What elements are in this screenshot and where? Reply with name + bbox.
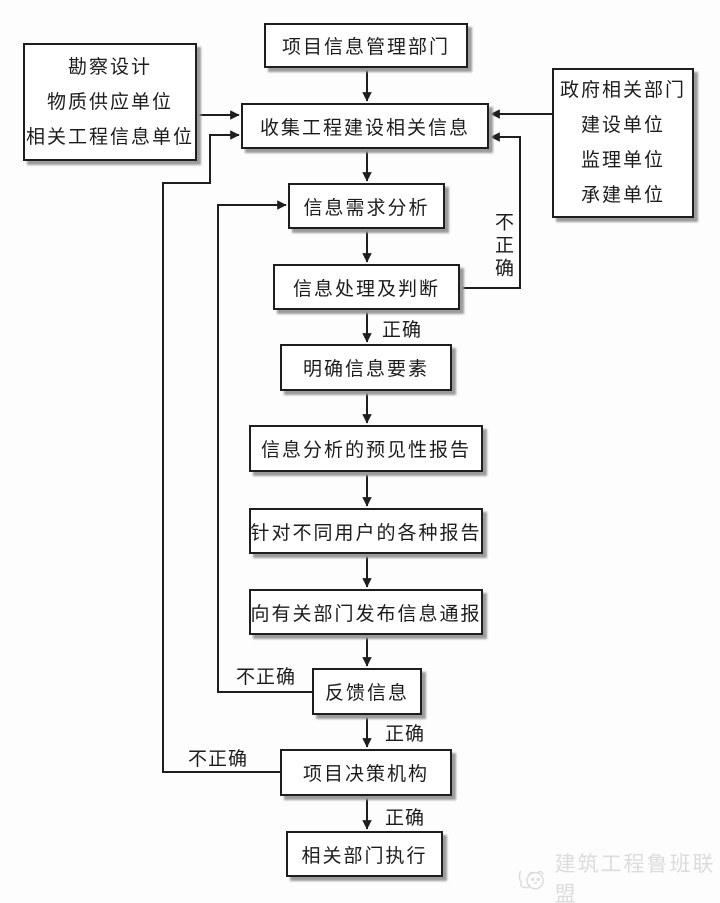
node-survey-design-sources: 勘察设计 物质供应单位 相关工程信息单位 (23, 43, 197, 161)
luban-union-logo-icon (518, 870, 544, 890)
node-government-sources: 政府相关部门 建设单位 监理单位 承建单位 (552, 68, 694, 218)
node-label: 明确信息要素 (302, 359, 429, 380)
node-forecast-report: 信息分析的预见性报告 (249, 425, 483, 472)
node-line: 承建单位 (580, 185, 665, 206)
edge-label-feedback-incorrect: 不正确 (236, 667, 297, 688)
node-line: 物质供应单位 (46, 91, 173, 113)
node-execute-depts: 相关部门执行 (286, 831, 443, 877)
edge-label-feedback-correct: 正确 (385, 724, 426, 745)
edge-label-process-correct: 正确 (382, 320, 423, 341)
edge-label-decision-incorrect: 不正确 (188, 749, 249, 770)
node-collect-info: 收集工程建设相关信息 (241, 103, 489, 149)
node-process-judge: 信息处理及判断 (273, 264, 460, 310)
edge-label-decision-correct: 正确 (385, 808, 426, 829)
node-project-info-dept: 项目信息管理部门 (264, 23, 468, 68)
node-clarify-elements: 明确信息要素 (280, 344, 452, 391)
node-demand-analysis: 信息需求分析 (288, 183, 445, 229)
node-line: 勘察设计 (67, 56, 152, 78)
node-label: 信息分析的预见性报告 (260, 440, 471, 461)
edge-label-process-incorrect: 不正确 (492, 212, 513, 281)
node-label: 针对不同用户的各种报告 (250, 522, 482, 544)
node-line: 政府相关部门 (559, 80, 686, 101)
watermark-text: 建筑工程鲁班联盟 (554, 852, 716, 903)
node-label: 相关部门执行 (301, 845, 428, 867)
edge-process-incorrect-loop-arrow (460, 132, 521, 289)
node-decision-body: 项目决策机构 (280, 749, 452, 796)
node-label: 项目决策机构 (302, 764, 429, 785)
node-line: 相关工程信息单位 (25, 126, 194, 148)
node-line: 建设单位 (580, 115, 665, 136)
node-label: 项目信息管理部门 (281, 37, 450, 58)
node-label: 信息需求分析 (303, 197, 430, 219)
node-label: 信息处理及判断 (292, 278, 440, 300)
edge-decision-incorrect-loop-arrow (162, 130, 280, 773)
node-label: 向有关部门发布信息通报 (250, 603, 482, 625)
node-user-reports: 针对不同用户的各种报告 (249, 508, 483, 554)
node-label: 反馈信息 (324, 683, 409, 704)
node-label: 收集工程建设相关信息 (259, 117, 470, 139)
node-publish-bulletin: 向有关部门发布信息通报 (249, 589, 483, 635)
node-feedback-info: 反馈信息 (312, 668, 422, 715)
watermark: 建筑工程鲁班联盟 (518, 848, 720, 903)
edge-feedback-incorrect-loop-arrow (217, 200, 312, 693)
node-line: 监理单位 (580, 150, 665, 171)
